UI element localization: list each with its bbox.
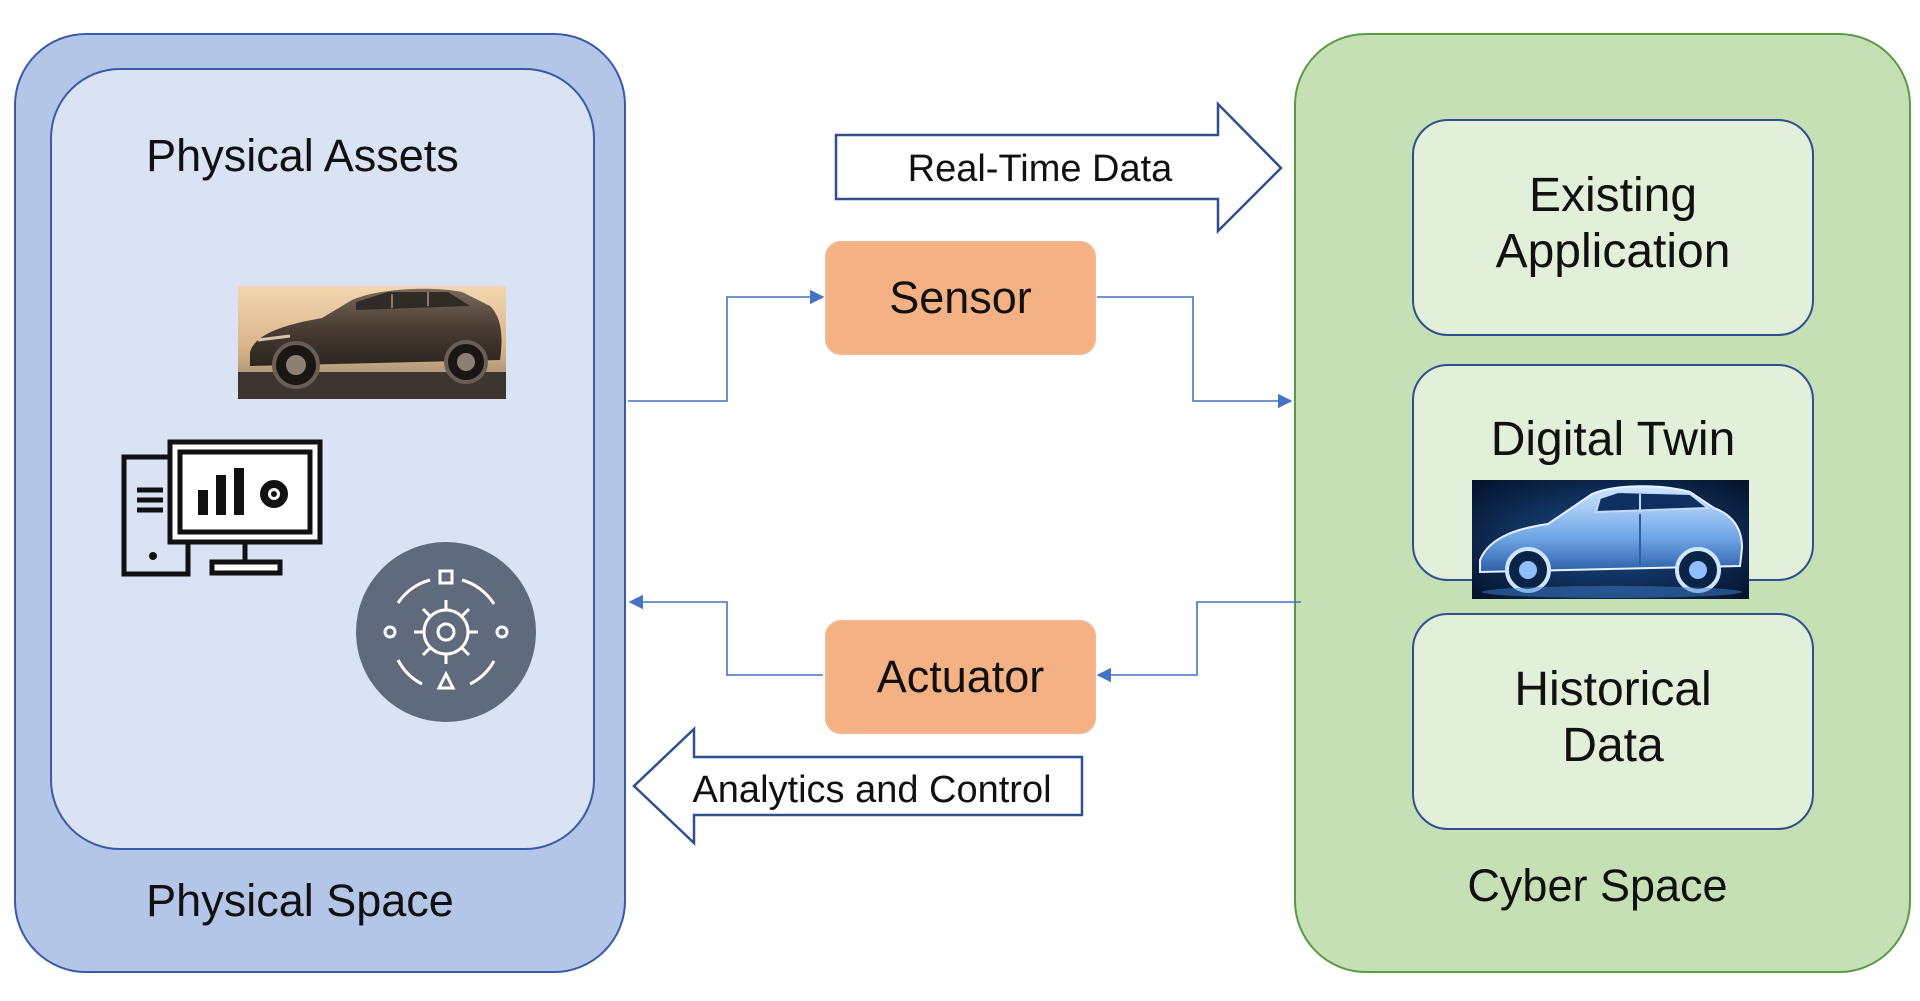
historical-data-box [1412, 613, 1814, 830]
computer-dashboard-icon [121, 439, 323, 577]
real-time-data-label: Real-Time Data [908, 148, 1174, 190]
digital-twin-car-render [1472, 480, 1749, 599]
digital-twin-label: Digital Twin [1490, 413, 1736, 466]
physical-space-title: Physical Space [146, 875, 454, 926]
car-photo [238, 286, 506, 399]
sensor-label: Sensor [889, 272, 1032, 323]
cyber-to-actuator-connector [1096, 601, 1301, 683]
actuator-node: Actuator [825, 620, 1096, 734]
historical-data-label: Historical Data [1412, 662, 1814, 773]
existing-application-label: Existing Application [1412, 168, 1814, 279]
sensor-to-cyber-connector [1097, 296, 1293, 409]
actuator-label: Actuator [876, 651, 1045, 702]
physical-assets-title: Physical Assets [146, 130, 459, 181]
real-time-data-arrow [834, 100, 1283, 235]
sensor-node: Sensor [825, 241, 1096, 355]
physical-to-sensor-connector [628, 289, 825, 402]
existing-application-box [1412, 119, 1814, 336]
historical-data-line1: Historical [1514, 663, 1712, 716]
analytics-control-arrow [632, 726, 1084, 846]
historical-data-line2: Data [1562, 718, 1664, 772]
actuator-to-physical-connector [628, 594, 823, 676]
analytics-control-label: Analytics and Control [692, 769, 1051, 811]
existing-application-line1: Existing [1528, 169, 1698, 222]
gear-cycle-icon [356, 542, 536, 722]
existing-application-line2: Application [1495, 224, 1731, 278]
cyber-space-title: Cyber Space [1467, 860, 1728, 911]
